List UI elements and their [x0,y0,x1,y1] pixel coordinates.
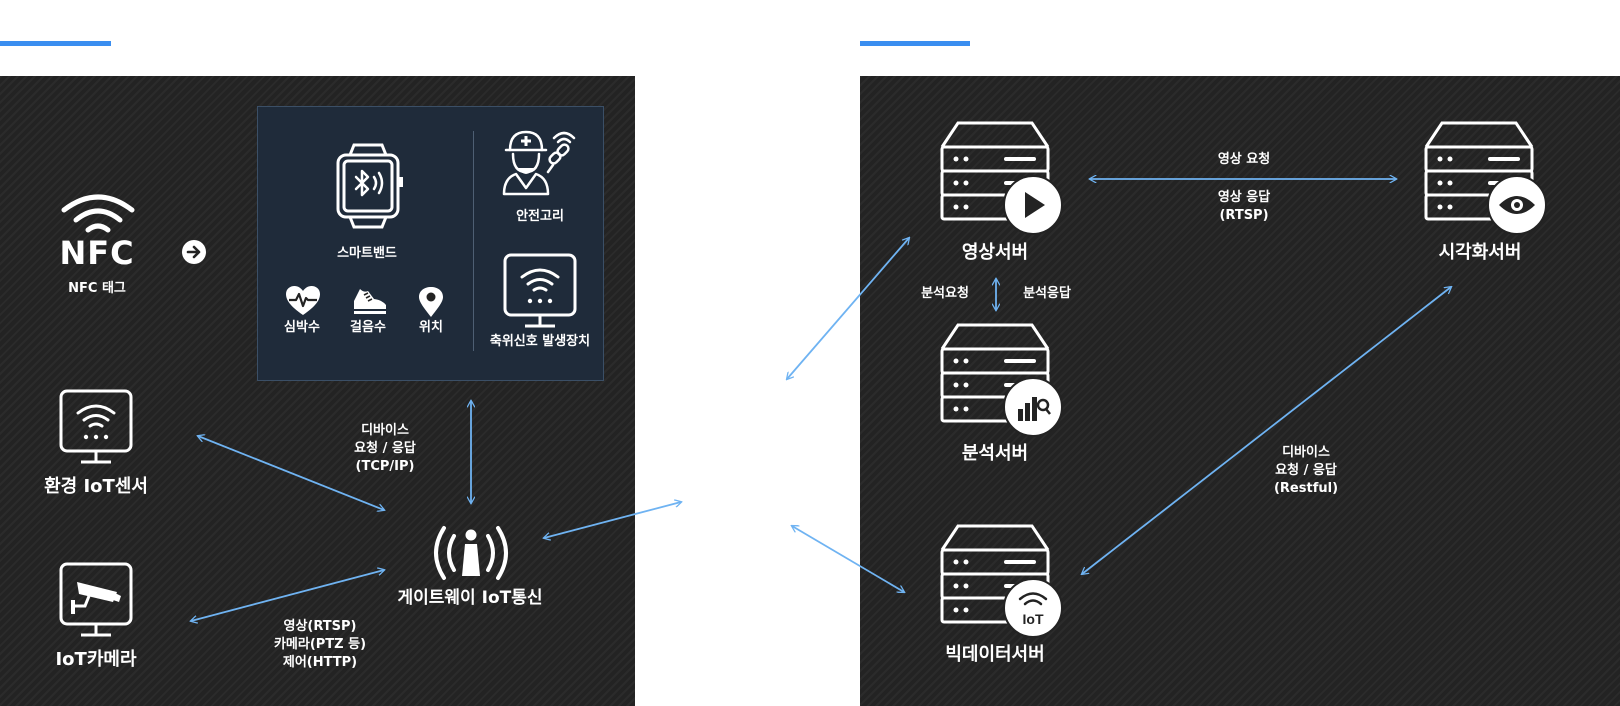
iot-badge-text: IoT [1023,611,1044,627]
arrow-right-circle-icon [182,240,206,264]
iot-camera-label: IoT카메라 [55,649,137,670]
nfc-logo-text: NFC [59,234,135,272]
visualization-server-label: 시각화서버 [1438,242,1522,263]
fall-signal-label: 축위신호 발생장치 [489,334,591,349]
steps-label: 걸음수 [350,320,386,335]
device-box-divider [473,131,474,351]
left-accent-line [0,41,111,46]
camera-line-2: 카메라(PTZ 등) [273,637,367,653]
video-response-label: 영상 응답 (RTSP) [1218,189,1270,225]
bigdata-req-line-3: (Restful) [1273,481,1339,497]
video-server-icon [940,121,1063,235]
bigdata-server-icon: IoT [940,524,1063,638]
right-accent-line [860,41,970,46]
bigdata-req-line-2: 요청 / 응답 [1275,463,1337,479]
gateway-label: 게이트웨이 IoT통신 [397,588,543,608]
video-request-label: 영상 요청 [1217,152,1271,167]
device-req-line-1: 디바이스 [361,423,409,438]
visualization-server-icon [1424,121,1547,235]
location-label: 위치 [419,320,443,335]
gateway-broadcast-icon [434,526,508,580]
nfc-tag-label: NFC 태그 [68,281,126,296]
heart-rate-icon [286,286,320,315]
fall-signal-device-icon [503,253,577,328]
camera-protocol-label: 영상(RTSP) 카메라(PTZ 등) 제어(HTTP) [274,618,366,673]
wearable-device-box [257,106,604,381]
bigdata-protocol-label: 디바이스 요청 / 응답 (Restful) [1274,444,1338,499]
smartband-label: 스마트밴드 [337,246,397,261]
device-req-line-3: (TCP/IP) [355,459,415,475]
video-response-line-1: 영상 응답 [1217,190,1271,205]
worker-safety-hook-icon [502,130,576,196]
smartwatch-icon [336,143,403,229]
env-sensor-label: 환경 IoT센서 [44,476,148,497]
analysis-request-label: 분석요청 [921,286,969,301]
analysis-server-label: 분석서버 [961,443,1029,464]
analysis-response-label: 분석응답 [1023,286,1071,301]
analysis-server-icon [940,323,1063,437]
camera-line-3: 제어(HTTP) [282,655,358,671]
location-pin-icon [419,287,443,317]
device-req-line-2: 요청 / 응답 [354,441,416,457]
safety-hook-label: 안전고리 [516,209,564,224]
bigdata-req-line-1: 디바이스 [1282,445,1330,460]
bigdata-server-label: 빅데이터서버 [945,644,1045,665]
device-request-protocol-label: 디바이스 요청 / 응답 (TCP/IP) [354,422,416,477]
nfc-wifi-icon [61,194,135,233]
environment-sensor-icon [59,389,133,464]
video-server-label: 영상서버 [961,242,1029,263]
shoe-steps-icon [354,289,386,314]
camera-line-1: 영상(RTSP) [283,619,357,634]
video-response-line-2: (RTSP) [1219,208,1269,224]
heart-rate-label: 심박수 [284,320,320,335]
cctv-camera-icon [59,562,133,637]
